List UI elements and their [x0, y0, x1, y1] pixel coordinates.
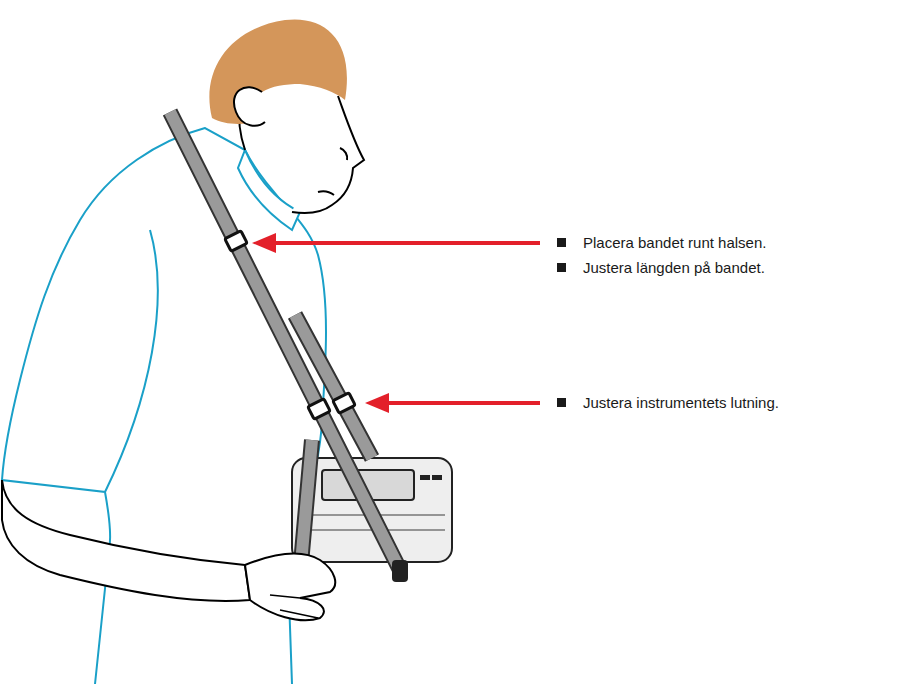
callout-arrow — [252, 233, 540, 413]
shirt — [2, 128, 326, 572]
list-bullet — [557, 238, 566, 247]
hand — [245, 554, 335, 621]
face — [292, 96, 364, 213]
buckle — [225, 231, 355, 420]
instruction-text: Placera bandet runt halsen. — [583, 234, 766, 252]
face-features — [318, 148, 347, 195]
sleeve-seam — [105, 230, 158, 492]
strap — [170, 112, 400, 575]
instruction-text: Justera längden på bandet. — [583, 259, 765, 277]
ear — [234, 87, 265, 125]
collar — [238, 150, 300, 230]
list-bullet — [557, 398, 566, 407]
instruction-text: Justera instrumentets lutning. — [583, 394, 779, 412]
arm — [2, 480, 250, 601]
hair — [209, 19, 347, 124]
strap-clip — [392, 560, 408, 582]
list-bullet — [557, 263, 566, 272]
